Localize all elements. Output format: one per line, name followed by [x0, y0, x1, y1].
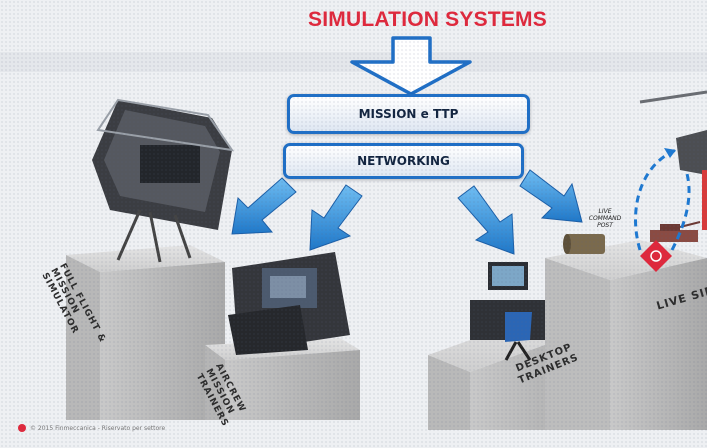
mission-ttp-box: MISSION e TTP: [287, 94, 530, 134]
helicopter-icon: [639, 90, 707, 175]
live-link-lines: [634, 148, 691, 251]
pedestal-full-flight: [66, 245, 225, 420]
target-marker-icon: [640, 240, 672, 272]
logo-icon: [18, 424, 26, 432]
diagonal-arrow-icon: [457, 185, 515, 255]
footer-text: © 2015 Finmeccanica - Riservato per sett…: [30, 425, 166, 432]
command-post-icon: [563, 234, 605, 254]
red-flag: [702, 170, 707, 230]
cockpit-icon: [92, 98, 235, 263]
diagram-title: SIMULATION SYSTEMS: [308, 8, 547, 31]
networking-box: NETWORKING: [283, 143, 524, 179]
pedestal-live: [545, 240, 707, 430]
down-arrow-icon: [350, 36, 472, 96]
aircrew-trainer-icon: [228, 252, 350, 355]
desktop-station-icon: [470, 262, 550, 361]
diagonal-arrow-icon: [231, 177, 297, 235]
diagonal-arrow-icon: [309, 184, 363, 251]
command-post-label: LIVE COMMAND POST: [588, 208, 622, 229]
diagonal-arrow-icon: [519, 169, 583, 223]
